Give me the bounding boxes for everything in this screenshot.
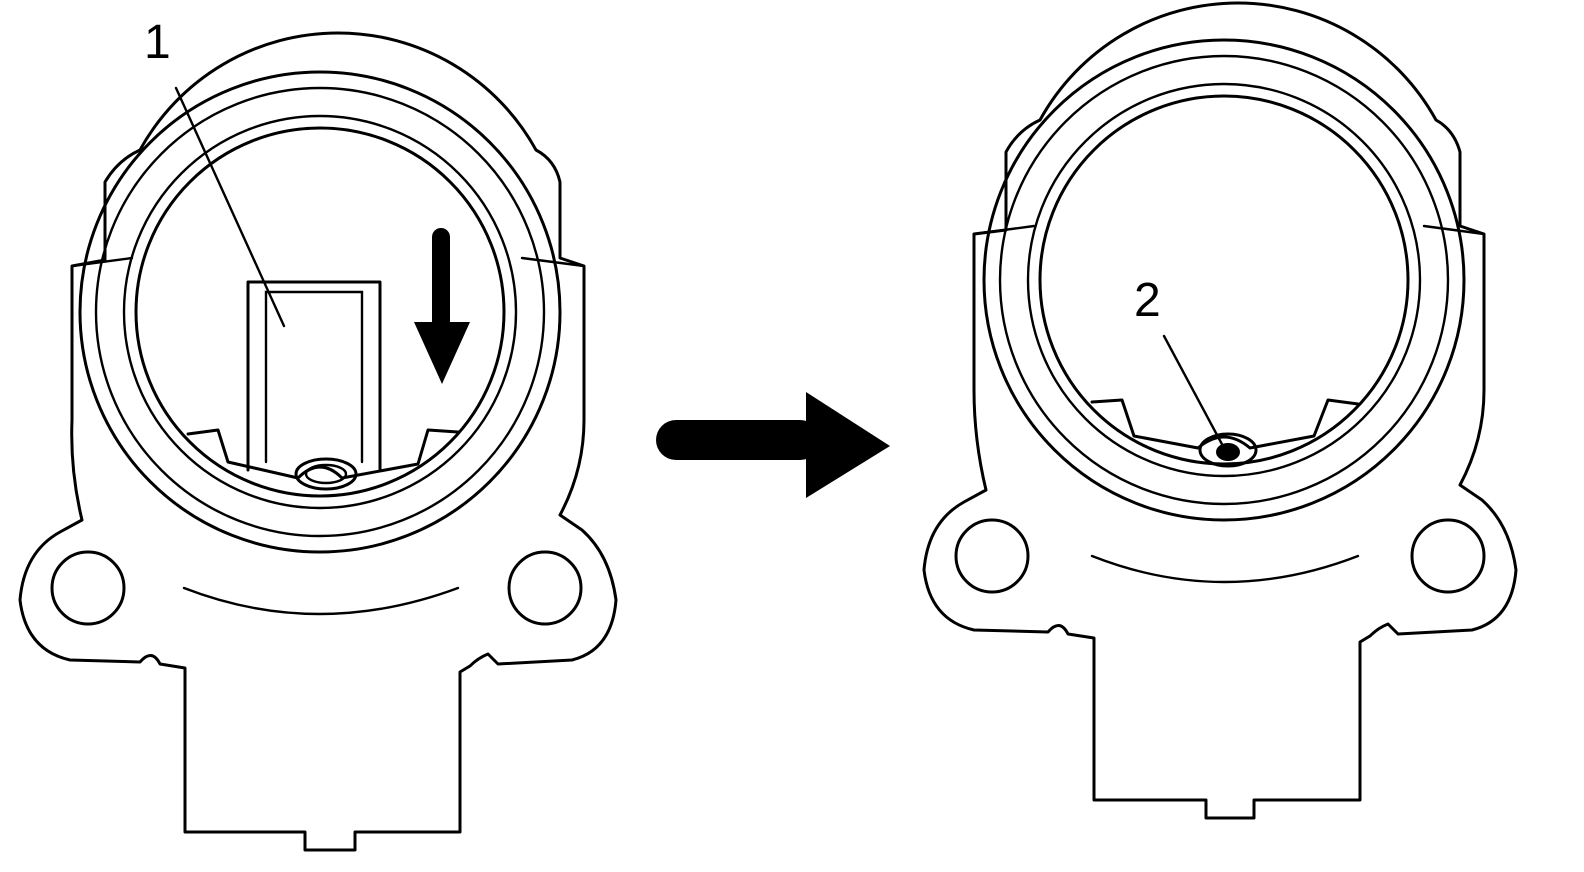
sensor-left-bore xyxy=(134,126,506,498)
sensor-left-flange xyxy=(70,256,586,268)
slot-hole xyxy=(1216,443,1240,461)
sensor-right-mount-hole-right xyxy=(1410,518,1486,594)
sensor-right-mount-hole-left xyxy=(954,518,1030,594)
sensor-right-rotor xyxy=(1090,398,1360,450)
sensor-left-base-curve xyxy=(182,586,460,616)
pick-tool xyxy=(246,280,382,472)
sensor-left-outer-ring xyxy=(78,70,562,554)
pick-tool-inner xyxy=(264,290,364,464)
sensor-right-housing xyxy=(922,1,1518,820)
sensor-right-ring-2 xyxy=(998,54,1450,506)
sensor-right-slot xyxy=(1198,432,1258,468)
step-arrow-head xyxy=(806,392,890,498)
callout-2-label: 2 xyxy=(1134,274,1161,327)
sensor-left: 1 xyxy=(18,16,618,852)
sensor-left-ring-3 xyxy=(122,114,518,510)
sensor-right-bore xyxy=(1038,94,1410,466)
sensor-right: 2 xyxy=(922,1,1518,820)
sensor-right-base-curve xyxy=(1090,554,1360,584)
callout-2-leader xyxy=(1162,334,1226,450)
sensor-left-slot-inner xyxy=(304,463,348,485)
sensor-left-housing xyxy=(18,31,618,852)
sensor-left-mount-hole-left xyxy=(50,550,126,626)
sensor-left-mount-hole-right xyxy=(507,550,583,626)
sensor-right-outer-ring xyxy=(982,38,1466,522)
callout-1-leader xyxy=(174,86,286,328)
step-arrow-shaft xyxy=(656,420,820,460)
sensor-right-ring-3 xyxy=(1026,82,1422,478)
sensor-left-ring-2 xyxy=(94,86,546,538)
sensor-right-flange xyxy=(972,224,1486,236)
callout-1-label: 1 xyxy=(144,16,171,69)
sensor-left-slot xyxy=(294,457,358,491)
step-arrow xyxy=(656,392,890,498)
push-arrow-shaft xyxy=(432,228,450,336)
sensor-left-rotor xyxy=(186,428,460,480)
push-arrow-head xyxy=(414,322,470,384)
